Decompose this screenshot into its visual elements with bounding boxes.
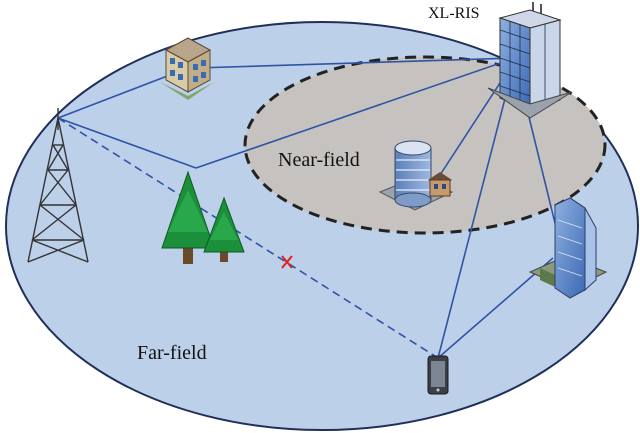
link-tower-house [57,69,184,119]
transmission-tower-icon [27,108,89,263]
link-tower-trees [57,117,197,169]
link-trees-ris [195,57,516,169]
near-field-label: Near-field [278,149,360,171]
house-icon [160,37,214,100]
link-phone-skyscraper [437,257,554,359]
link-ris-phone [437,59,516,359]
link-tower-phone-blocked [57,117,439,359]
link-house-ris [195,57,516,69]
smartphone-icon [427,355,449,395]
far-field-label: Far-field [137,342,207,364]
ris-building-icon [487,2,573,119]
small-house-icon [428,172,452,197]
pine-trees-icon [161,170,245,264]
skyscraper-icon [528,197,608,299]
ris-label: XL-RIS [428,5,480,22]
blocked-x-icon [281,255,293,269]
